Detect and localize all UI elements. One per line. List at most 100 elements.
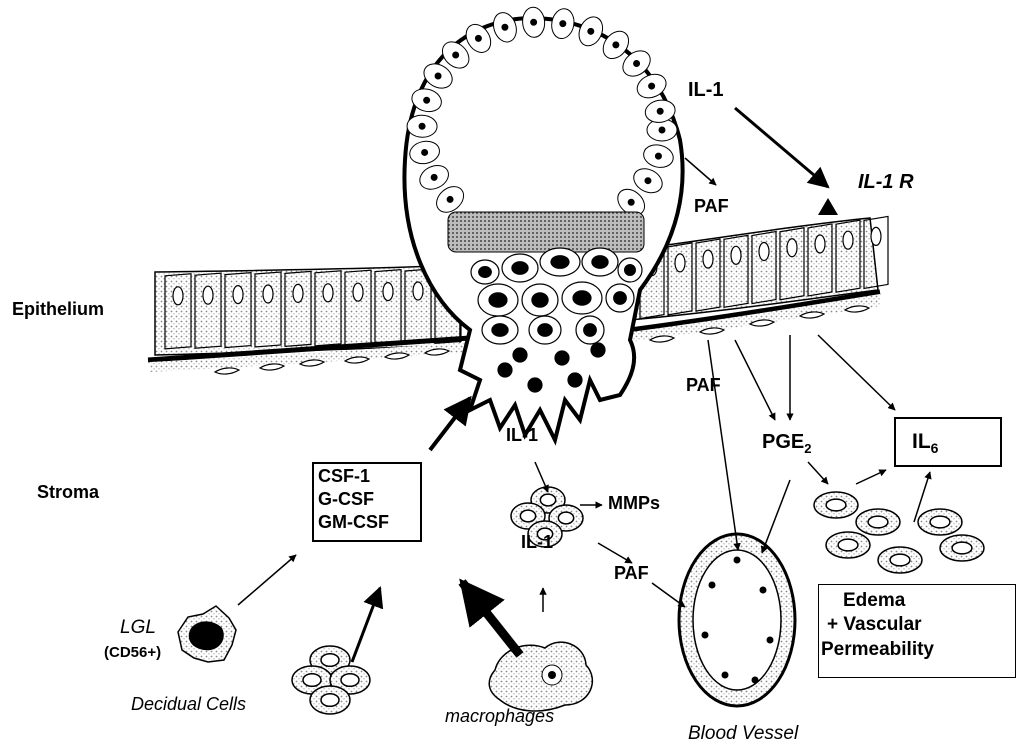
trophectoderm-nucleus [634, 61, 640, 67]
label-paf-mid: PAF [686, 376, 721, 394]
trophoblast-nucleus [551, 256, 569, 269]
csf-line-2: G-CSF [318, 490, 374, 508]
edema-line-1: Edema [843, 591, 905, 610]
il6-box: IL6 [894, 417, 1002, 467]
endothelial-nucleus [702, 632, 709, 639]
label-paf-low: PAF [614, 564, 649, 582]
epithelial-nucleus [675, 254, 685, 272]
epithelial-nucleus [815, 235, 825, 253]
endothelial-nucleus [767, 637, 774, 644]
trophectoderm-nucleus [447, 196, 453, 202]
label-pge2: PGE2 [762, 432, 811, 455]
blood-vessel [679, 534, 795, 706]
label-decidual-cells: Decidual Cells [131, 695, 246, 713]
stromal-fibroblast-nucleus [826, 499, 846, 511]
arrow-macrophage-to-csf [462, 582, 520, 655]
trophectoderm-nucleus [560, 21, 566, 27]
lgl-cell [178, 606, 236, 662]
trophectoderm-nucleus [628, 199, 634, 205]
label-il1-top: IL-1 [688, 80, 724, 100]
trophectoderm-nucleus [422, 149, 428, 155]
epithelial-nucleus [203, 286, 213, 304]
stromal-fibroblast-nucleus [838, 539, 858, 551]
endothelial-nucleus [722, 672, 729, 679]
csf-line-3: GM-CSF [318, 513, 389, 531]
epithelial-nucleus [731, 246, 741, 264]
trophoblast-nucleus [538, 324, 552, 337]
label-il1-receptor: IL-1 R [858, 172, 914, 192]
trophectoderm-nucleus [475, 35, 481, 41]
syncytial-nucleus [498, 363, 512, 377]
label-epithelium: Epithelium [12, 300, 104, 318]
macrophage-cell [489, 642, 592, 711]
label-il1-mid: IL-1 [506, 426, 538, 444]
endothelial-nucleus [734, 557, 741, 564]
edema-line-3: Permeability [821, 640, 934, 659]
decidual-cell-nucleus [303, 674, 321, 687]
epithelial-nucleus [703, 250, 713, 268]
label-lgl: LGL [120, 618, 156, 637]
leukocyte-nucleus [520, 510, 535, 522]
trophoblast-nucleus [489, 293, 507, 307]
arrow-il1-to-receptor [735, 108, 828, 187]
syncytial-nucleus [591, 343, 605, 357]
trophectoderm-nucleus [424, 97, 430, 103]
blastocyst [404, 7, 682, 440]
leukocyte-nucleus [540, 494, 555, 506]
label-stroma: Stroma [37, 483, 99, 501]
trophoblast-nucleus [614, 292, 627, 305]
epithelial-nucleus [353, 283, 363, 301]
epithelial-nucleus [263, 285, 273, 303]
epithelial-nucleus [383, 283, 393, 301]
endothelial-nucleus [709, 582, 716, 589]
trophoblast-nucleus [592, 256, 608, 269]
decidual-cell-nucleus [321, 694, 339, 707]
arrow-csf-to-blastocyst [430, 398, 470, 450]
label-paf-top: PAF [694, 197, 729, 215]
trophectoderm-nucleus [655, 153, 661, 159]
stromal-cell [215, 368, 239, 374]
label-mmps: MMPs [608, 494, 660, 512]
trophectoderm-nucleus [613, 42, 619, 48]
epithelial-nucleus [173, 287, 183, 305]
trophectoderm-nucleus [435, 73, 441, 79]
trophoblast-nucleus [512, 262, 528, 275]
stromal-fibroblast-nucleus [890, 554, 910, 566]
trophectoderm-nucleus [419, 123, 425, 129]
label-macrophages: macrophages [445, 707, 554, 725]
endothelial-nucleus [752, 677, 759, 684]
label-blood-vessel: Blood Vessel [688, 724, 798, 743]
syncytial-nucleus [568, 373, 582, 387]
csf-box: CSF-1 G-CSF GM-CSF [312, 462, 422, 542]
trophectoderm-nucleus [657, 108, 663, 114]
endothelial-nucleus [760, 587, 767, 594]
trophectoderm-nucleus [453, 52, 459, 58]
leukocyte-nucleus [558, 512, 573, 524]
label-il1-low: IL-1 [521, 533, 553, 551]
epithelial-nucleus [323, 284, 333, 302]
trophoblast-nucleus [625, 265, 636, 276]
trophectoderm-nucleus [588, 28, 594, 34]
decidual-cell-nucleus [341, 674, 359, 687]
epithelial-nucleus [871, 227, 881, 245]
epithelial-nucleus [787, 239, 797, 257]
trophectoderm-nucleus [659, 127, 665, 133]
trophoblast-nucleus [573, 291, 591, 305]
label-cd56: (CD56+) [104, 645, 161, 660]
epithelial-nucleus [233, 286, 243, 304]
trophoblast-nucleus [584, 324, 597, 337]
edema-line-2: + Vascular [827, 615, 922, 634]
edema-box: Edema + Vascular Permeability [818, 584, 1016, 678]
trophectoderm-nucleus [431, 174, 437, 180]
label-il6: IL6 [912, 431, 938, 455]
trophectoderm-nucleus [649, 83, 655, 89]
epithelial-nucleus [293, 284, 303, 302]
syncytial-nucleus [528, 378, 542, 392]
csf-line-1: CSF-1 [318, 467, 370, 485]
decidual-cell-nucleus [321, 654, 339, 667]
epithelial-nucleus [413, 282, 423, 300]
trophoblast-nucleus [532, 293, 548, 307]
stromal-fibroblast-nucleus [930, 516, 950, 528]
trophoblast-nucleus [492, 324, 508, 337]
